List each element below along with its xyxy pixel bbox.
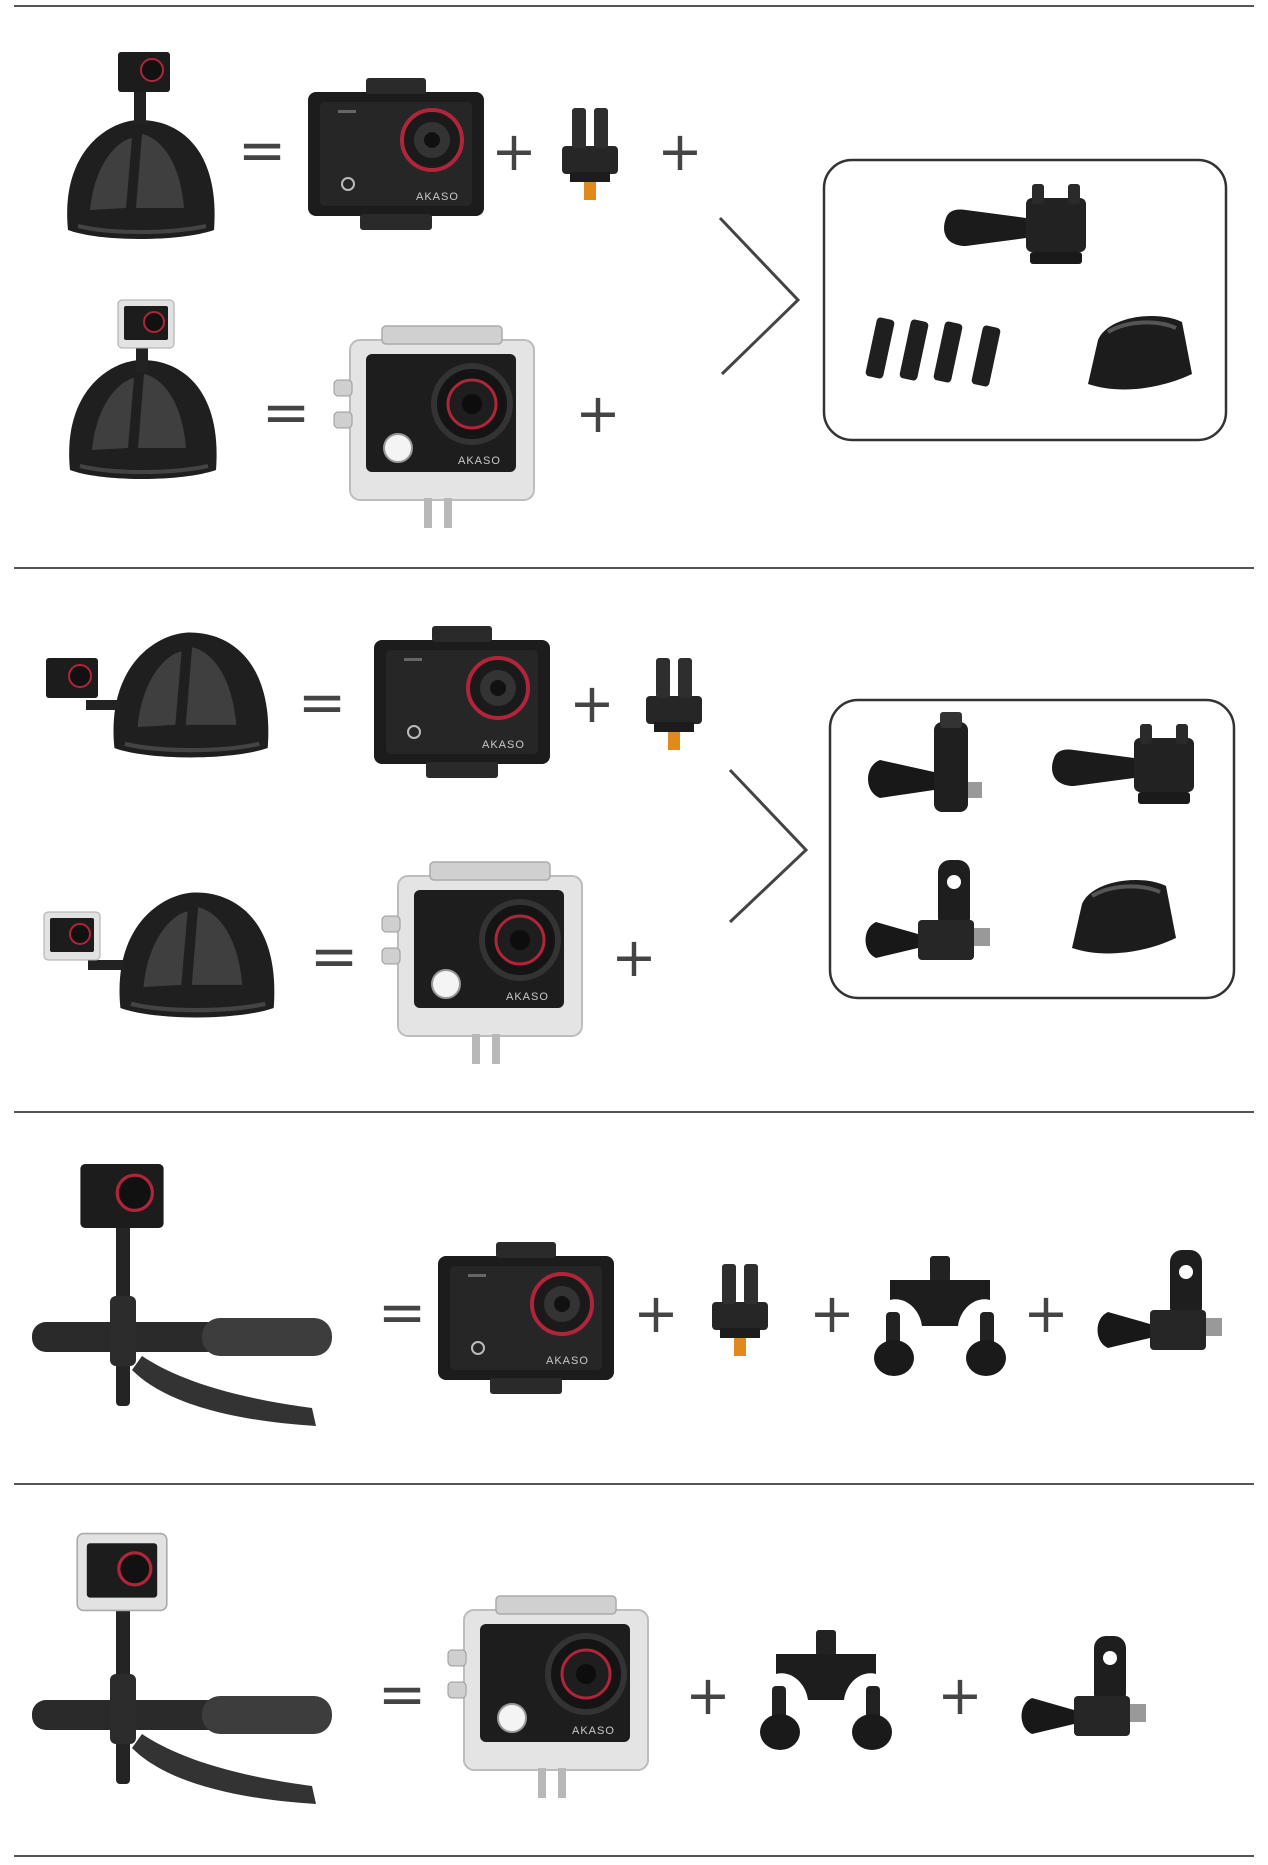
- waterproof-case-camera-icon: AKASO: [382, 862, 582, 1064]
- plus-sign: +: [611, 926, 656, 989]
- plus-sign: +: [633, 1282, 678, 1345]
- equals-sign: =: [238, 116, 287, 184]
- handlebar-clamp-icon: [874, 1256, 1006, 1376]
- j-hook-arm-icon: [1021, 1636, 1146, 1736]
- section-helmet-side: = AKASO + = AKASO +: [43, 624, 1236, 1064]
- brand-text: AKASO: [572, 1725, 615, 1737]
- adapter-clip-icon: [562, 108, 618, 200]
- plus-sign: +: [1023, 1282, 1068, 1345]
- handlebar-clamp-icon: [760, 1630, 892, 1750]
- j-hook-arm-icon: [1097, 1250, 1222, 1350]
- plus-sign: +: [575, 382, 620, 445]
- bare-camera-frame-icon: AKASO: [306, 76, 486, 232]
- kit-box: [828, 698, 1236, 1000]
- plus-sign: +: [937, 1664, 982, 1727]
- plus-sign: +: [809, 1282, 854, 1345]
- bracket-arrow: [718, 216, 801, 376]
- brand-text: AKASO: [546, 1355, 589, 1367]
- brand-text: AKASO: [416, 191, 459, 203]
- adapter-clip-icon: [712, 1264, 768, 1356]
- equals-sign: =: [298, 668, 347, 736]
- waterproof-case-camera-icon: AKASO: [448, 1596, 648, 1798]
- brand-text: AKASO: [506, 991, 549, 1003]
- handlebar-camera-icon: [32, 1162, 332, 1426]
- brand-text: AKASO: [482, 739, 525, 751]
- equals-sign: =: [262, 378, 311, 446]
- brand-text: AKASO: [458, 455, 501, 467]
- section-helmet-top: = AKASO + + = AKASO +: [65, 51, 1228, 528]
- helmet-top-camera-icon: [65, 51, 217, 241]
- plus-sign: +: [569, 672, 614, 735]
- plus-sign: +: [657, 120, 702, 183]
- bare-camera-frame-icon: AKASO: [372, 624, 552, 780]
- equals-sign: =: [378, 1278, 427, 1346]
- equals-sign: =: [310, 922, 359, 990]
- adapter-clip-icon: [646, 658, 702, 750]
- section-handlebar-frame: = AKASO + + +: [32, 1162, 1222, 1426]
- helmet-top-case-icon: [67, 299, 219, 481]
- helmet-side-camera-icon: [45, 633, 268, 758]
- kit-box: [822, 158, 1228, 442]
- section-dividers: [14, 5, 1254, 1857]
- section-handlebar-case: = AKASO + +: [32, 1531, 1146, 1804]
- waterproof-case-camera-icon: AKASO: [334, 326, 534, 528]
- helmet-side-case-icon: [43, 893, 274, 1018]
- bracket-arrow: [728, 768, 809, 924]
- handlebar-case-icon: [32, 1531, 332, 1804]
- kit-box-frame: [822, 158, 1228, 442]
- plus-sign: +: [685, 1664, 730, 1727]
- equals-sign: =: [378, 1660, 427, 1728]
- plus-sign: +: [491, 120, 536, 183]
- bare-camera-frame-icon: AKASO: [436, 1240, 616, 1396]
